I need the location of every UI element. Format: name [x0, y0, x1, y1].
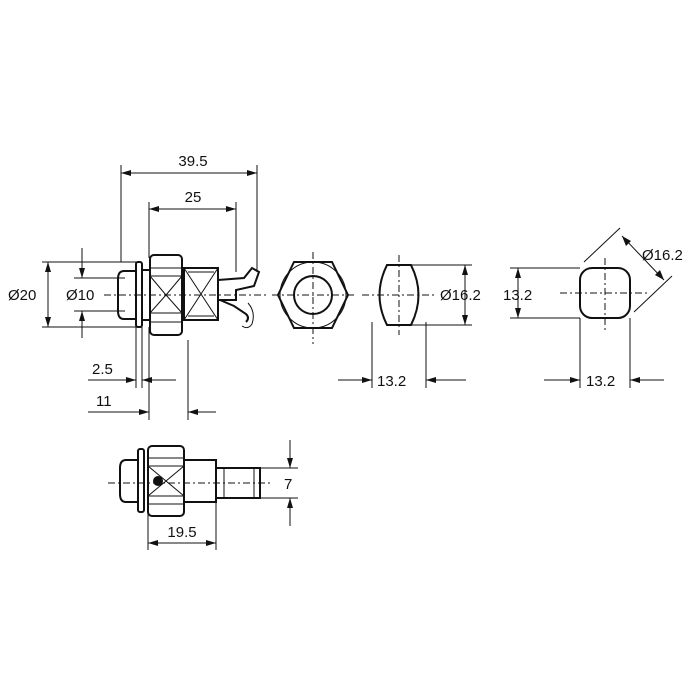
dim-nut-across-flats: 13.2: [377, 373, 406, 390]
dim-square-vertical: 13.2: [503, 287, 532, 304]
dim-overall-length: 39.5: [178, 153, 207, 170]
bottom-side-view: 7 19.5: [108, 440, 298, 550]
dim-shaft-width: 7: [284, 476, 292, 493]
side-view: 39.5 25 Ø20 Ø10: [8, 153, 268, 420]
dim-body-diameter: Ø10: [66, 287, 94, 304]
dim-bottom-body-length: 19.5: [167, 524, 196, 541]
round-cam-view: Ø16.2 13.2: [338, 255, 481, 390]
dim-body-length: 25: [185, 189, 202, 206]
hex-nut-view: [272, 252, 354, 344]
dim-panel-grip: 11: [96, 393, 112, 410]
dim-square-diagonal: Ø16.2: [642, 247, 683, 264]
dim-flange-diameter: Ø20: [8, 287, 36, 304]
square-cam-view: 13.2 Ø16.2 13.2: [503, 227, 683, 390]
dim-nut-across-corners: Ø16.2: [440, 287, 481, 304]
dim-square-horizontal: 13.2: [586, 373, 615, 390]
dim-flange-thickness: 2.5: [92, 361, 113, 378]
